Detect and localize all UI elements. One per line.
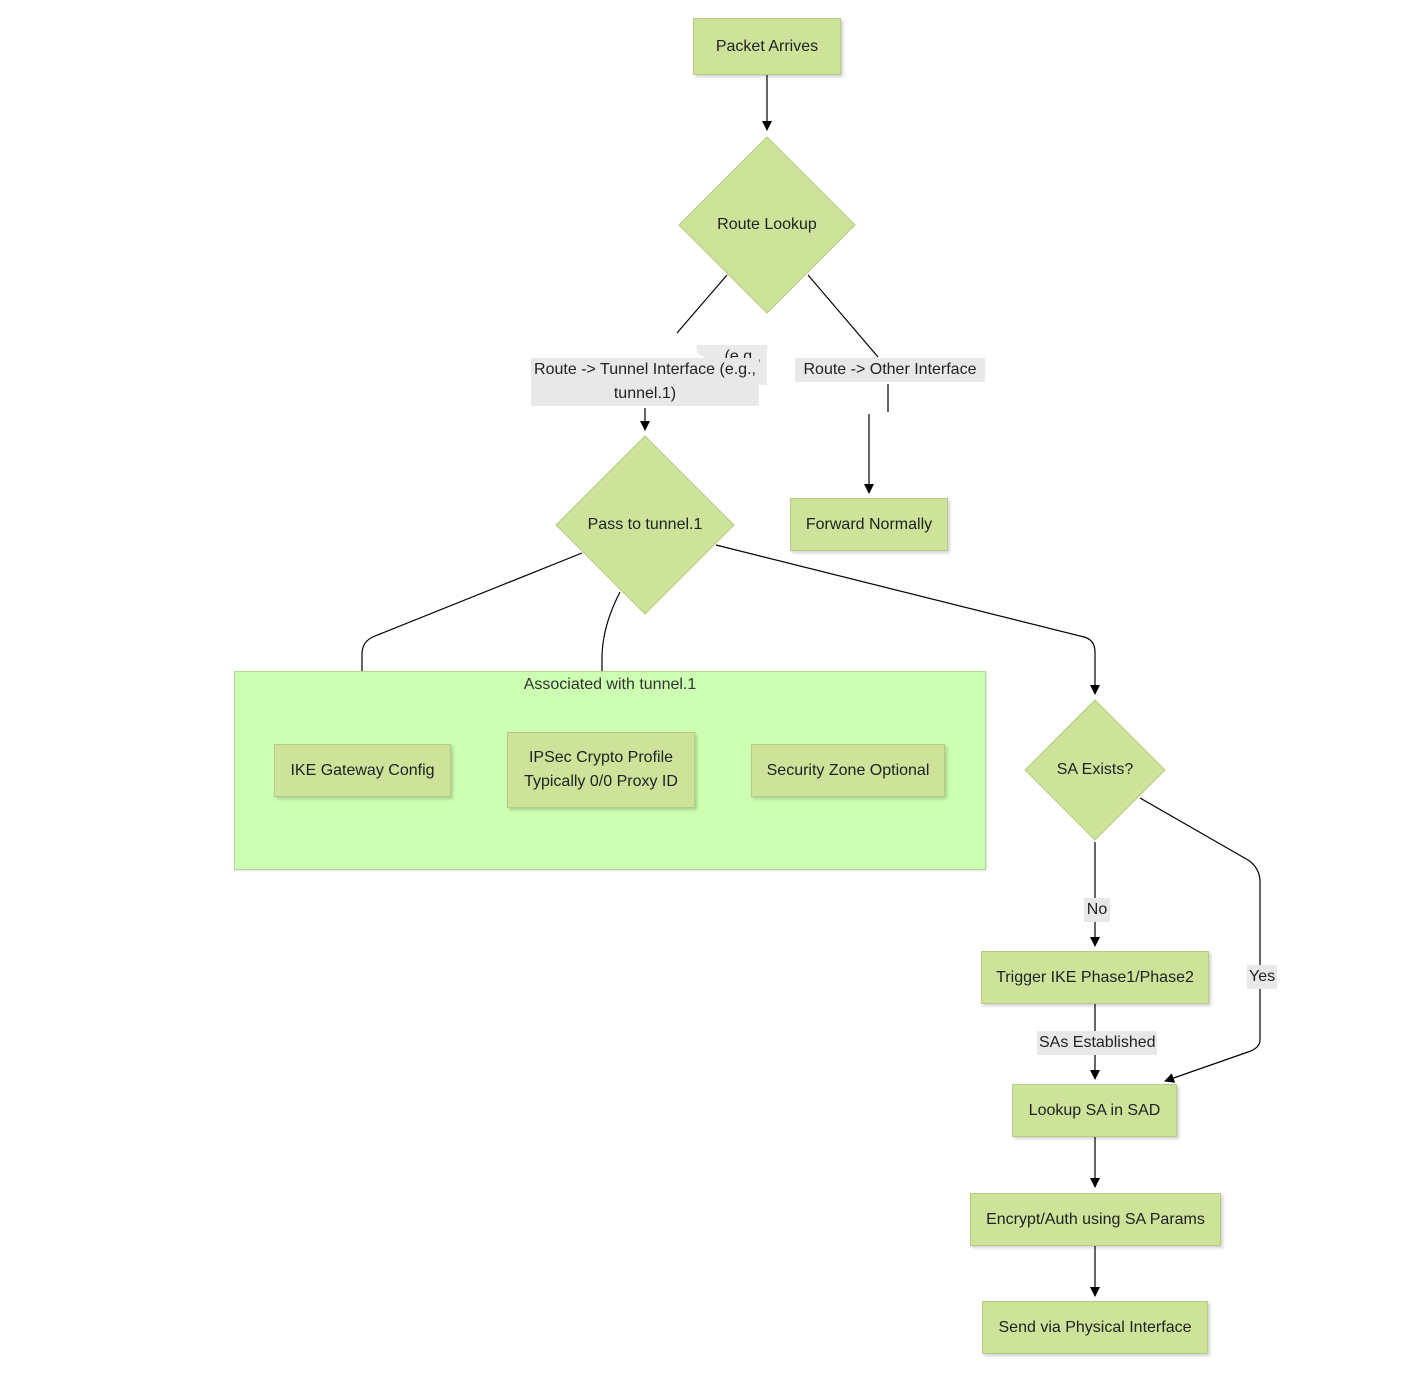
edge-label-no-text: No <box>1086 901 1108 918</box>
route-lookup-shape <box>678 136 856 314</box>
edge-label-no: No <box>1084 898 1110 922</box>
ike-gateway-config-label: IKE Gateway Config <box>290 761 435 779</box>
edge-route-to-tunnel-part1 <box>676 274 728 334</box>
sa-exists-label: SA Exists? <box>1056 761 1134 778</box>
edge-route-to-other-part1 <box>807 274 879 358</box>
ike-gateway-config-node: IKE Gateway Config <box>274 744 451 797</box>
edge-label-yes: Yes <box>1247 965 1277 989</box>
edge-label-route-tunnel-line1: Route -> Tunnel Interface (e.g., <box>534 361 756 378</box>
edge-label-yes-text: Yes <box>1249 968 1276 985</box>
forward-normally-node: Forward Normally <box>790 498 948 551</box>
edge-label-route-tunnel: Route -> Tunnel Interface (e.g., tunnel.… <box>531 358 759 406</box>
send-physical-label: Send via Physical Interface <box>998 1318 1192 1336</box>
security-zone-node: Security Zone Optional <box>751 744 945 797</box>
ipsec-crypto-profile-line2: Typically 0/0 Proxy ID <box>524 773 678 790</box>
send-physical-node: Send via Physical Interface <box>982 1301 1208 1354</box>
route-lookup-decision: Route Lookup <box>678 136 856 314</box>
packet-arrives-label: Packet Arrives <box>715 37 819 55</box>
edge-label-sas-established: SAs Established <box>1037 1031 1157 1055</box>
lookup-sa-node: Lookup SA in SAD <box>1012 1084 1177 1137</box>
route-lookup-label: Route Lookup <box>717 216 817 233</box>
security-zone-label: Security Zone Optional <box>766 761 930 779</box>
ipsec-crypto-profile-node: IPSec Crypto Profile Typically 0/0 Proxy… <box>507 732 695 808</box>
edge-pass-to-sa-exists <box>715 544 1100 695</box>
ipsec-crypto-profile-line1: IPSec Crypto Profile <box>528 749 674 766</box>
edge-label-route-other: Route -> Other Interface <box>795 358 985 382</box>
trigger-ike-node: Trigger IKE Phase1/Phase2 <box>981 951 1209 1004</box>
cluster-title: Associated with tunnel.1 <box>523 676 697 693</box>
sa-exists-shape <box>1024 699 1166 841</box>
edge-label-route-other-text: Route -> Other Interface <box>803 361 977 378</box>
lookup-sa-label: Lookup SA in SAD <box>1028 1101 1161 1119</box>
edge-pass-to-ipsec <box>597 591 621 727</box>
trigger-ike-label: Trigger IKE Phase1/Phase2 <box>996 968 1194 986</box>
sa-exists-decision: SA Exists? <box>1024 699 1166 841</box>
pass-to-tunnel-shape <box>555 435 735 615</box>
encrypt-auth-node: Encrypt/Auth using SA Params <box>970 1193 1221 1246</box>
edge-label-route-tunnel-line2: tunnel.1) <box>613 385 677 402</box>
packet-arrives-node: Packet Arrives <box>693 18 841 75</box>
edge-label-sas-established-text: SAs Established <box>1039 1034 1156 1051</box>
edge-sa-yes-to-lookup <box>1139 797 1261 1083</box>
forward-normally-label: Forward Normally <box>805 515 933 533</box>
pass-to-tunnel-decision: Pass to tunnel.1 <box>555 435 735 615</box>
pass-to-tunnel-label: Pass to tunnel.1 <box>587 516 703 533</box>
encrypt-auth-label: Encrypt/Auth using SA Params <box>986 1210 1205 1228</box>
edge-pass-to-ike <box>357 552 583 739</box>
